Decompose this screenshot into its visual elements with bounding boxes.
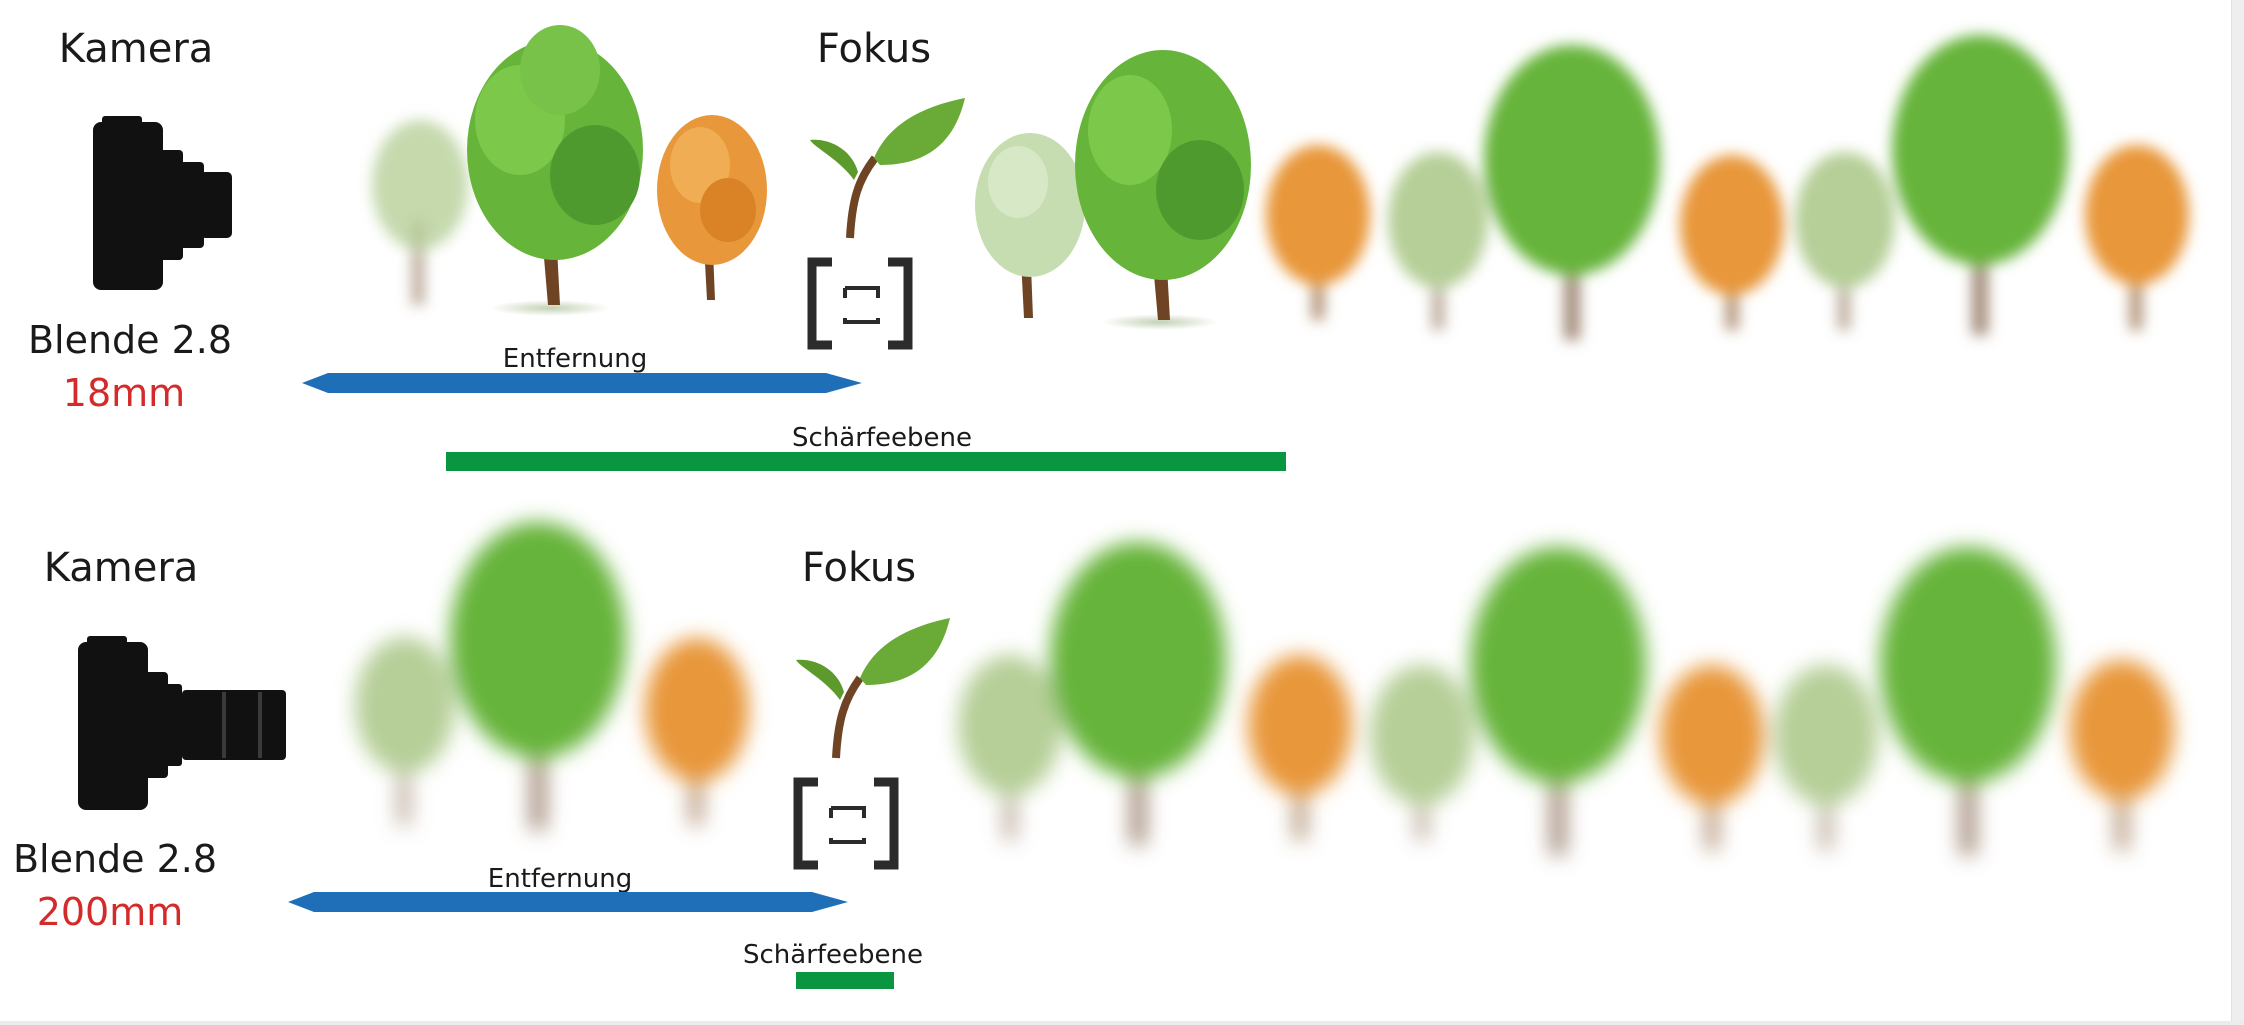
focus-label: Fokus [817, 26, 931, 72]
bottom-divider [0, 1021, 2244, 1025]
panel-200mm: Kamera Blende 2.8 200mm Fokus [13, 522, 2174, 989]
tree-blurred [1795, 152, 1895, 330]
tree-row-1 [372, 25, 2189, 350]
tree-blurred [355, 637, 455, 825]
tree-blurred [958, 655, 1062, 840]
tree-blurred [1484, 45, 1660, 340]
tree-blurred [2085, 145, 2189, 330]
focal-length-label: 200mm [37, 890, 184, 934]
aperture-label: Blende 2.8 [13, 837, 217, 881]
tree-sharp-pale [975, 133, 1085, 318]
tree-blurred [1050, 542, 1226, 845]
tree-blurred [1660, 665, 1764, 850]
focus-plane-bar [446, 452, 1286, 471]
plant-icon [810, 98, 965, 239]
plant-icon [796, 618, 950, 759]
tree-blurred [1266, 145, 1370, 320]
camera-icon [78, 636, 286, 810]
tree-blurred [1680, 155, 1784, 330]
distance-arrow [288, 892, 848, 912]
camera-label: Kamera [59, 26, 214, 72]
camera-icon [93, 116, 232, 290]
tree-row-2 [355, 522, 2174, 870]
camera-label: Kamera [44, 545, 199, 591]
focus-plane-bar [796, 972, 894, 989]
focus-label: Fokus [802, 545, 916, 591]
tree-blurred [372, 120, 468, 305]
distance-arrow [302, 373, 862, 393]
focus-bracket-icon [807, 257, 913, 350]
distance-label: Entfernung [503, 344, 647, 374]
tree-blurred [1388, 152, 1488, 330]
focus-bracket-icon [793, 777, 899, 870]
tree-sharp-orange [657, 115, 767, 300]
tree-blurred [1470, 547, 1646, 855]
tree-blurred [1880, 547, 2056, 855]
focal-length-label: 18mm [63, 371, 185, 415]
panel-18mm: Kamera Blende 2.8 18mm Fokus [28, 25, 2189, 471]
focus-plane-label: Schärfeebene [743, 940, 923, 970]
tree-blurred [1774, 665, 1878, 850]
scrollbar-track[interactable] [2231, 0, 2244, 1025]
tree-blurred [450, 522, 626, 830]
distance-label: Entfernung [488, 864, 632, 894]
tree-blurred [1248, 655, 1352, 840]
aperture-label: Blende 2.8 [28, 318, 232, 362]
tree-sharp-green [1075, 50, 1251, 330]
tree-blurred [645, 638, 749, 825]
focus-plane-label: Schärfeebene [792, 423, 972, 453]
tree-blurred [2070, 660, 2174, 850]
tree-blurred [1892, 35, 2068, 335]
tree-blurred [1370, 665, 1474, 840]
tree-sharp-green [467, 25, 643, 316]
